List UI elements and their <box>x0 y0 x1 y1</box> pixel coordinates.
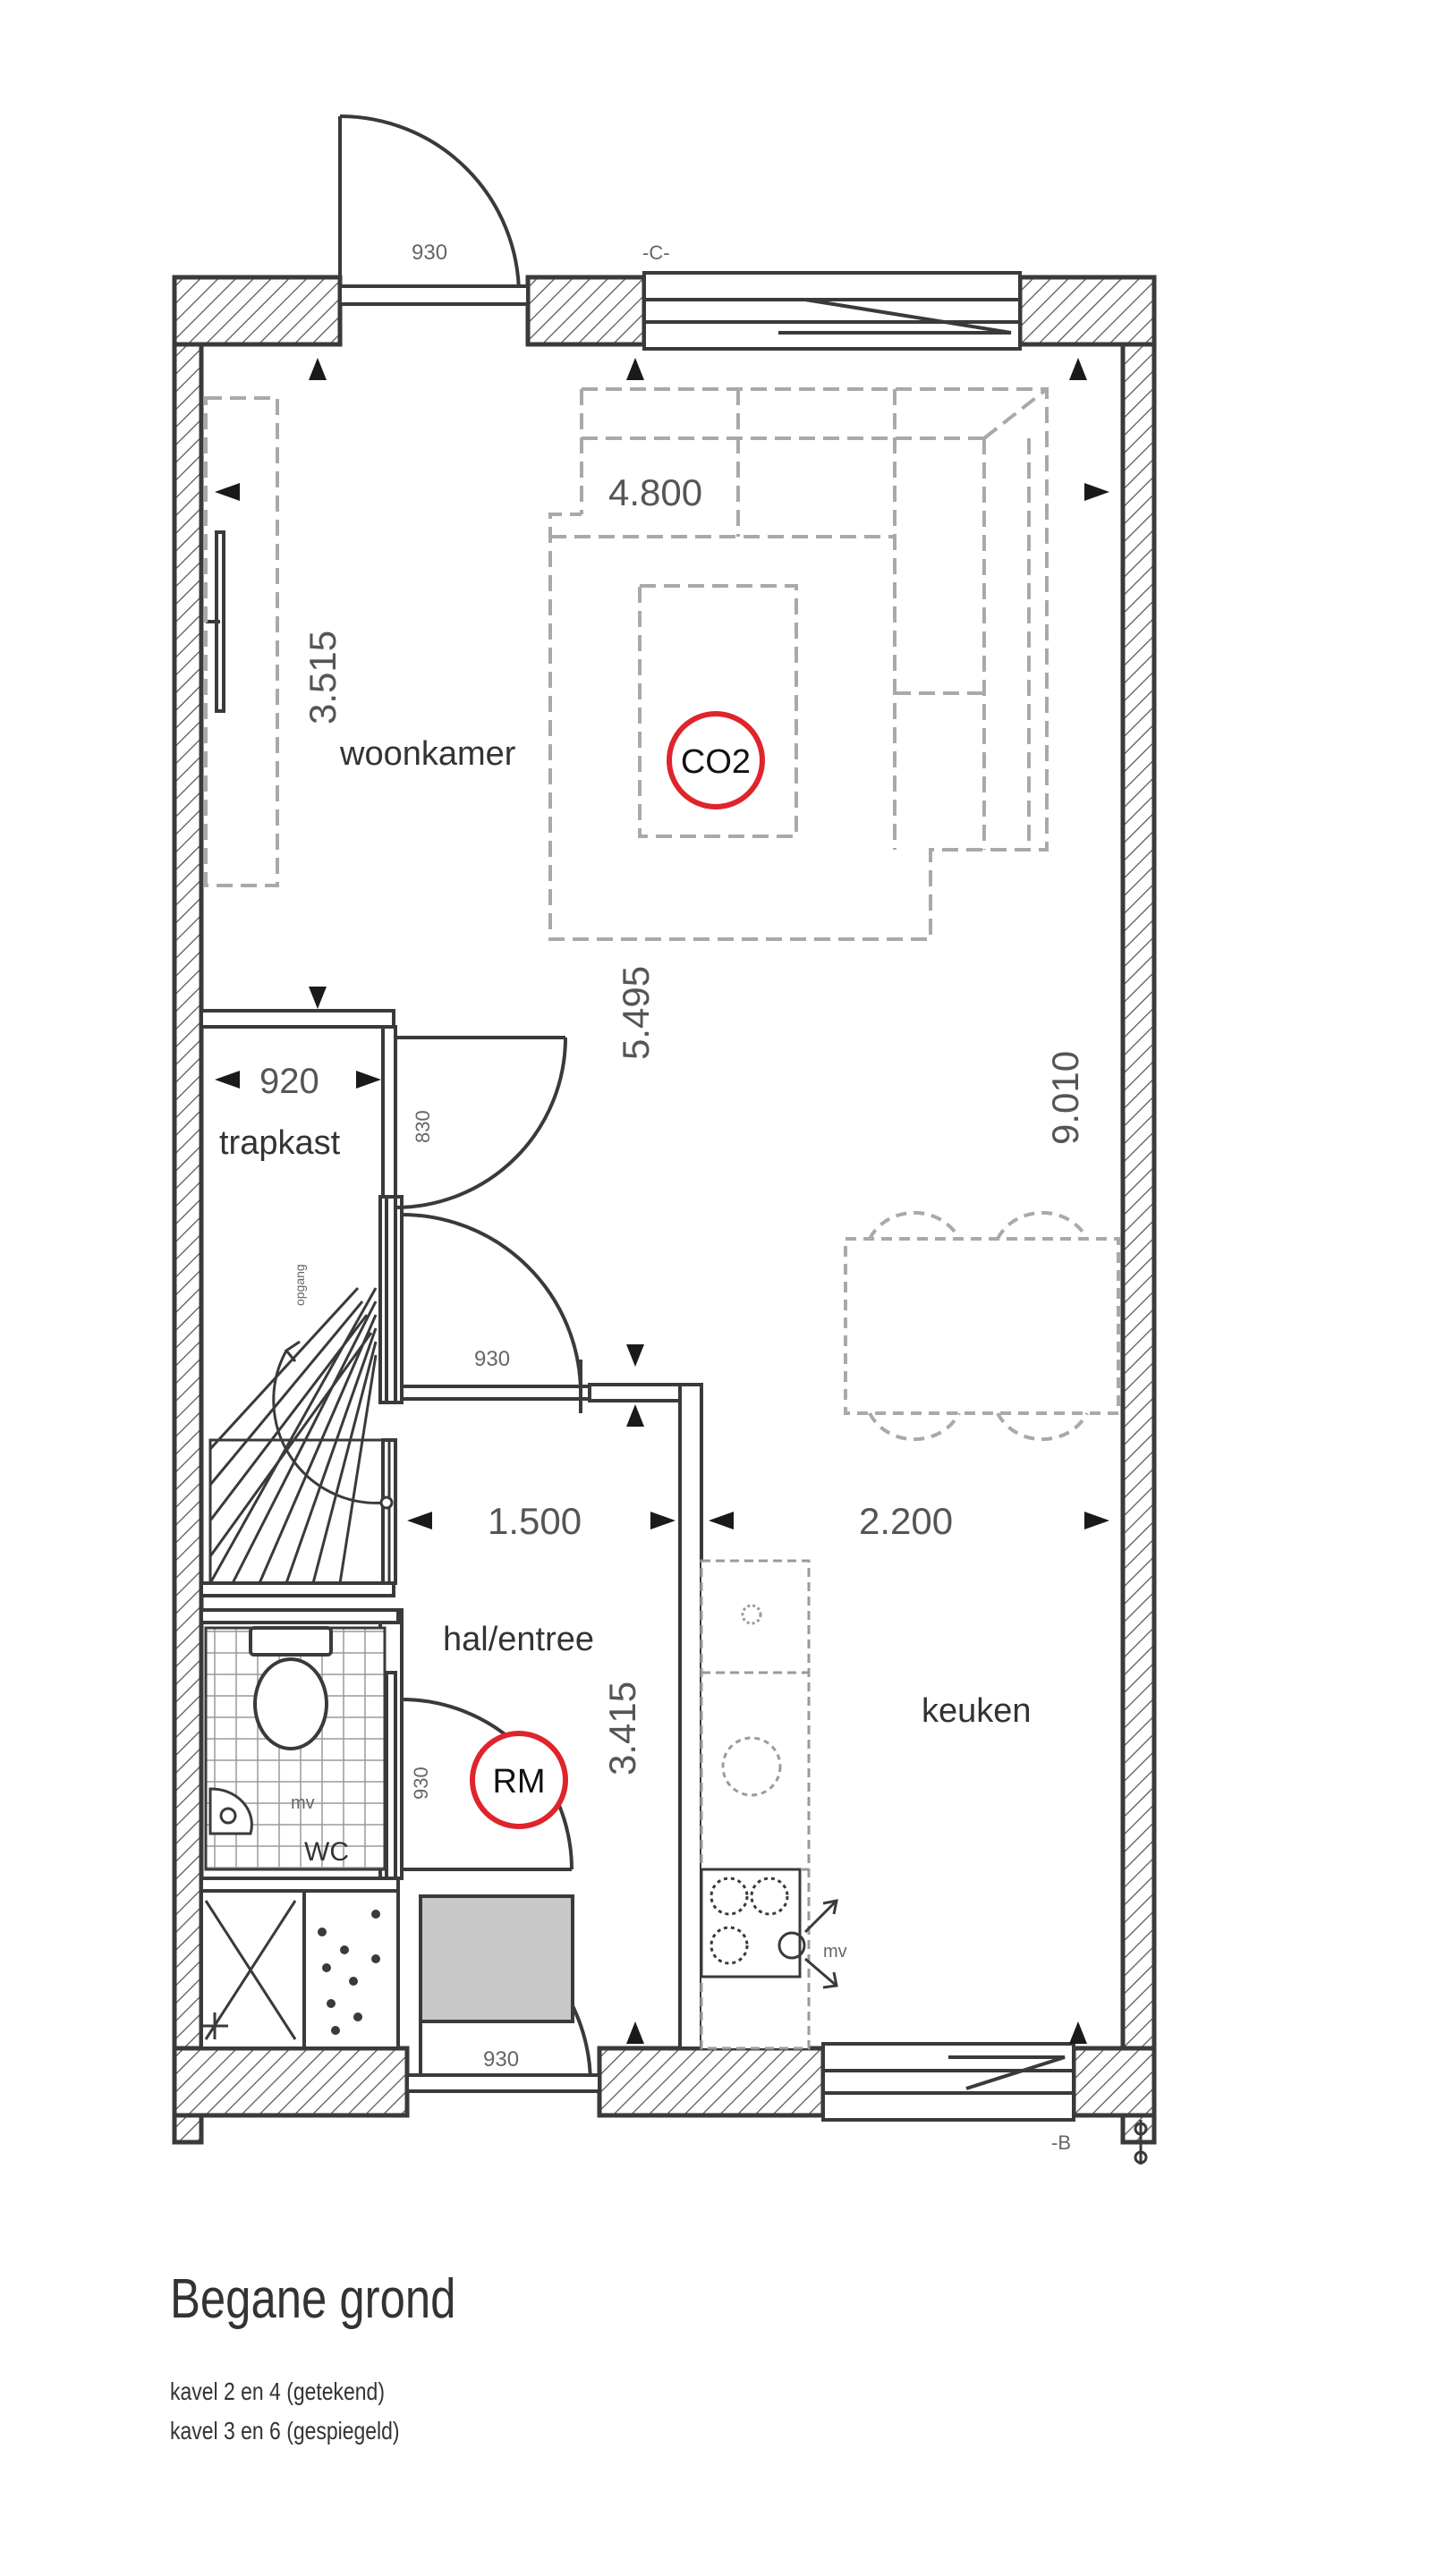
tv-cabinet <box>204 396 279 887</box>
dim-trapkast-width: 920 <box>259 1062 319 1101</box>
coffee-table <box>638 584 798 838</box>
dim-total-depth: 9.010 <box>1044 1051 1086 1145</box>
room-woonkamer: woonkamer <box>339 735 516 773</box>
drain-symbol <box>1134 2120 1148 2165</box>
room-trapkast: trapkast <box>219 1124 341 1162</box>
interior-walls <box>200 1009 703 2050</box>
utility-box <box>201 1900 380 2040</box>
dim-living-depth: 3.515 <box>302 631 344 724</box>
toilet <box>249 1626 333 1750</box>
rm-sensor: RM <box>470 1731 568 1829</box>
bottom-window <box>821 2042 1075 2122</box>
dim-hal-width: 1.500 <box>488 1500 582 1542</box>
top-window <box>642 271 1022 351</box>
co2-label: CO2 <box>681 743 751 781</box>
exterior-walls <box>172 275 1157 2145</box>
dim-living-width: 4.800 <box>608 471 702 513</box>
plan-subtitle-1: kavel 2 en 4 (getekend) <box>170 2377 385 2405</box>
door-wc: 930 <box>410 1767 432 1800</box>
meter-cupboard <box>419 1894 574 2023</box>
sofa <box>548 387 1049 941</box>
door-trapkast: 830 <box>412 1110 434 1143</box>
dim-keuken-width: 2.200 <box>859 1500 953 1542</box>
staircase <box>208 1286 394 1585</box>
front-door-top <box>338 114 530 306</box>
dim-mid-depth: 5.495 <box>615 966 657 1060</box>
plan-subtitle-2: kavel 3 en 6 (gespiegeld) <box>170 2417 400 2445</box>
door-front-bottom: 930 <box>483 2047 519 2072</box>
hal-door <box>400 1213 582 1413</box>
co2-sensor: CO2 <box>667 711 765 809</box>
door-front-top: 930 <box>412 241 447 265</box>
section-c-marker: -C- <box>642 242 670 264</box>
rm-label: RM <box>492 1763 545 1801</box>
washbasin <box>208 1787 253 1835</box>
room-wc: WC <box>304 1837 349 1867</box>
radiator <box>206 530 225 713</box>
section-b-marker: -B <box>1051 2131 1071 2154</box>
hob <box>700 1868 802 1979</box>
plan-title: Begane grond <box>170 2268 456 2330</box>
mv-label-keuken: mv <box>823 1942 847 1962</box>
trapkast-door <box>395 1036 567 1209</box>
dining-table <box>844 1210 1120 1442</box>
room-hal-entree: hal/entree <box>443 1621 594 1658</box>
mv-vent-keuken <box>777 1899 838 1989</box>
door-hal: 930 <box>474 1347 510 1371</box>
dim-hal-depth: 3.415 <box>601 1682 643 1775</box>
stair-label: opgang <box>293 1264 307 1306</box>
dimension-arrows <box>215 358 1109 2044</box>
room-keuken: keuken <box>922 1692 1032 1730</box>
mv-label-wc: mv <box>291 1793 315 1813</box>
